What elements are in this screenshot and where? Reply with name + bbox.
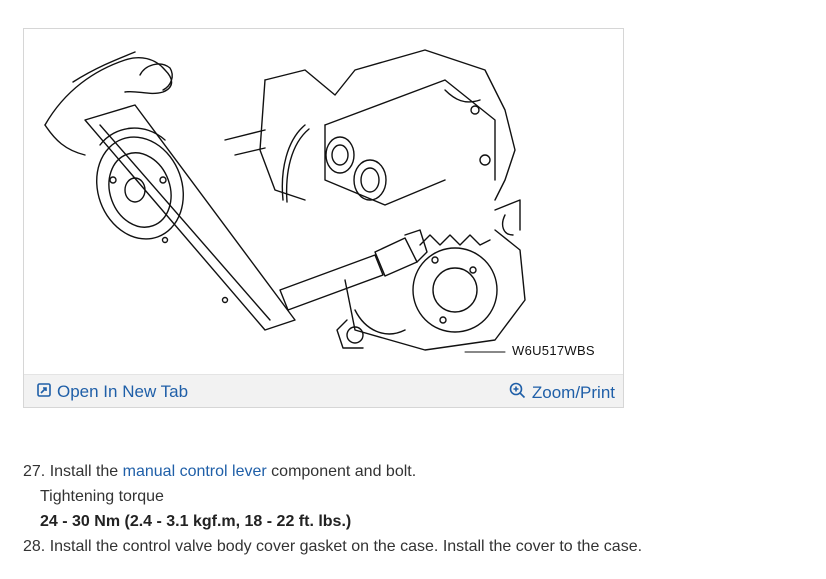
open-in-new-tab-label: Open In New Tab [57, 382, 189, 401]
open-in-new-tab-link[interactable]: Open In New Tab [37, 382, 188, 402]
step-text-prefix: Install the [49, 463, 119, 480]
zoom-print-label: Zoom/Print [531, 383, 615, 402]
figure-card: W6U517WBS Open In New Tab Zoom/Print [23, 28, 624, 408]
step-number: 27. [23, 463, 46, 480]
step-text: Install the control valve body cover gas… [49, 538, 643, 555]
figure-footer: Open In New Tab Zoom/Print [24, 374, 623, 407]
engine-diagram-illustration[interactable]: W6U517WBS [25, 30, 622, 372]
manual-control-lever-link[interactable]: manual control lever [122, 463, 267, 480]
figure-code-label: W6U517WBS [512, 343, 595, 358]
procedure-steps: 27. Install the manual control lever com… [23, 459, 813, 559]
torque-value: 24 - 30 Nm (2.4 - 3.1 kgf.m, 18 - 22 ft.… [40, 513, 352, 530]
step-27: 27. Install the manual control lever com… [23, 459, 813, 484]
step-number: 28. [23, 538, 46, 555]
step-text-suffix: component and bolt. [271, 463, 417, 480]
zoom-print-link[interactable]: Zoom/Print [509, 382, 615, 404]
step-28: 28. Install the control valve body cover… [23, 534, 813, 559]
open-new-tab-icon [37, 382, 51, 402]
zoom-plus-icon [509, 382, 526, 404]
torque-label: Tightening torque [40, 488, 164, 505]
